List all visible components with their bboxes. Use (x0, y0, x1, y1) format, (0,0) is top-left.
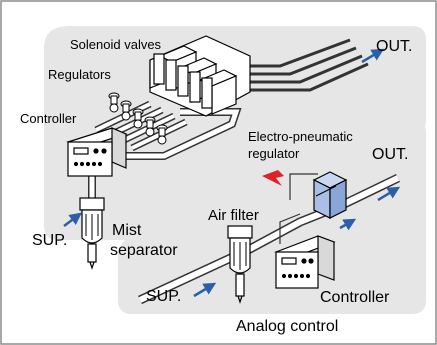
flow-arrow-out-top (361, 48, 385, 64)
signal-arrow (262, 170, 284, 186)
label-regulators: Regulators (48, 67, 111, 82)
label-sup-top: SUP. (32, 232, 68, 249)
flow-arrow-mid-bottom (339, 218, 357, 231)
flow-arrow-sup-bottom (193, 282, 217, 298)
top-controller-box (66, 127, 128, 177)
label-electro-pneumatic-line2: regulator (248, 146, 300, 161)
analog-control-zone (118, 116, 426, 314)
solenoid-valve-block (149, 35, 251, 117)
label-analog-control: Analog control (236, 318, 339, 335)
label-controller-top: Controller (20, 111, 77, 126)
regulator-row (108, 92, 168, 145)
label-separator: separator (110, 242, 178, 259)
electro-pneumatic-regulator (312, 171, 348, 219)
label-mist: Mist (112, 222, 142, 239)
mist-separator (79, 197, 105, 270)
flow-arrow-out-bottom (377, 186, 401, 202)
flow-arrow-sup-top (63, 212, 82, 227)
label-out-top: OUT. (376, 38, 413, 55)
air-filter (227, 225, 253, 304)
label-out-bottom: OUT. (372, 146, 409, 163)
label-air-filter: Air filter (208, 207, 259, 224)
label-controller-bottom: Controller (320, 289, 390, 306)
label-solenoid-valves: Solenoid valves (70, 37, 162, 52)
bottom-controller-box (274, 235, 336, 289)
label-electro-pneumatic-line1: Electro-pneumatic (248, 129, 353, 144)
label-sup-bottom: SUP. (146, 288, 182, 305)
bottom-piping (138, 173, 400, 305)
